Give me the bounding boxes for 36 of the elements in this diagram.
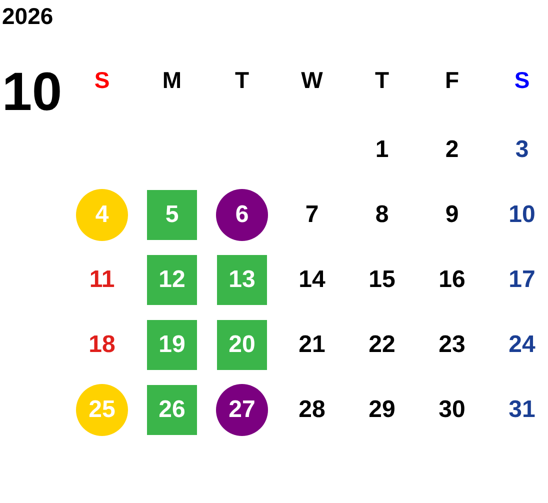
weekday-header: M bbox=[162, 66, 182, 94]
day-square: 13 bbox=[217, 255, 267, 305]
day-number: 24 bbox=[508, 331, 536, 359]
day-number: 2 bbox=[445, 136, 459, 164]
day-number: 11 bbox=[89, 266, 115, 294]
day-number: 30 bbox=[438, 396, 466, 424]
month-number: 10 bbox=[2, 62, 62, 122]
day-square: 12 bbox=[147, 255, 197, 305]
weekday-header: F bbox=[444, 66, 460, 94]
day-number: 17 bbox=[508, 266, 536, 294]
day-number: 23 bbox=[438, 331, 466, 359]
day-number: 21 bbox=[298, 331, 326, 359]
day-number: 22 bbox=[368, 331, 396, 359]
year-title: 2026 bbox=[2, 2, 54, 30]
weekday-header: S bbox=[514, 66, 530, 94]
day-number: 7 bbox=[305, 201, 319, 229]
day-number: 10 bbox=[508, 201, 536, 229]
day-number: 1 bbox=[375, 136, 389, 164]
weekday-header: T bbox=[234, 66, 250, 94]
day-number: 31 bbox=[508, 396, 536, 424]
day-number: 29 bbox=[368, 396, 396, 424]
day-square: 26 bbox=[147, 385, 197, 435]
day-square: 20 bbox=[217, 320, 267, 370]
day-number: 15 bbox=[368, 266, 396, 294]
day-number: 8 bbox=[375, 201, 389, 229]
weekday-header: T bbox=[374, 66, 390, 94]
day-square: 19 bbox=[147, 320, 197, 370]
day-number: 9 bbox=[445, 201, 459, 229]
day-square: 5 bbox=[147, 190, 197, 240]
day-number: 3 bbox=[515, 136, 529, 164]
day-number: 28 bbox=[298, 396, 326, 424]
weekday-header: W bbox=[301, 66, 323, 94]
day-number: 16 bbox=[438, 266, 466, 294]
weekday-header: S bbox=[94, 66, 110, 94]
day-number: 14 bbox=[298, 266, 326, 294]
day-number: 18 bbox=[88, 331, 116, 359]
